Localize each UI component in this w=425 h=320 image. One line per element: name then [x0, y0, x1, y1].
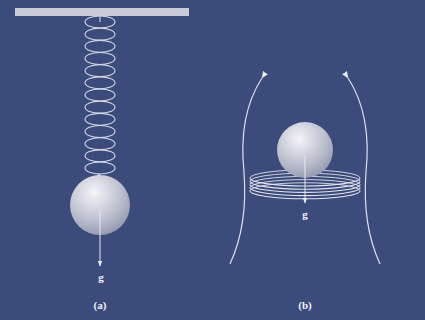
spring-coil [85, 40, 115, 52]
spring-coil [85, 65, 115, 77]
panel-label: (a) [94, 299, 107, 311]
spring-coil [85, 162, 115, 174]
spring-coil [85, 28, 115, 40]
gravity-arrow [100, 210, 101, 266]
spring-coil [85, 16, 115, 28]
gravity-arrow [305, 156, 306, 203]
spring-coil [85, 150, 115, 162]
spring [85, 16, 115, 176]
spring-coil [85, 126, 115, 138]
field-line [230, 78, 262, 264]
spring-coil [85, 101, 115, 113]
spring-coil [85, 138, 115, 150]
gravity-label: g [98, 271, 104, 283]
spring-coil [85, 113, 115, 125]
spring-end [99, 16, 100, 22]
ceiling-bar [15, 8, 189, 16]
spring-coil [85, 53, 115, 65]
spring-coil [85, 77, 115, 89]
gravity-label: g [302, 208, 308, 220]
field-line [348, 78, 380, 264]
panel-label: (b) [298, 299, 311, 311]
spring-coil [85, 89, 115, 101]
